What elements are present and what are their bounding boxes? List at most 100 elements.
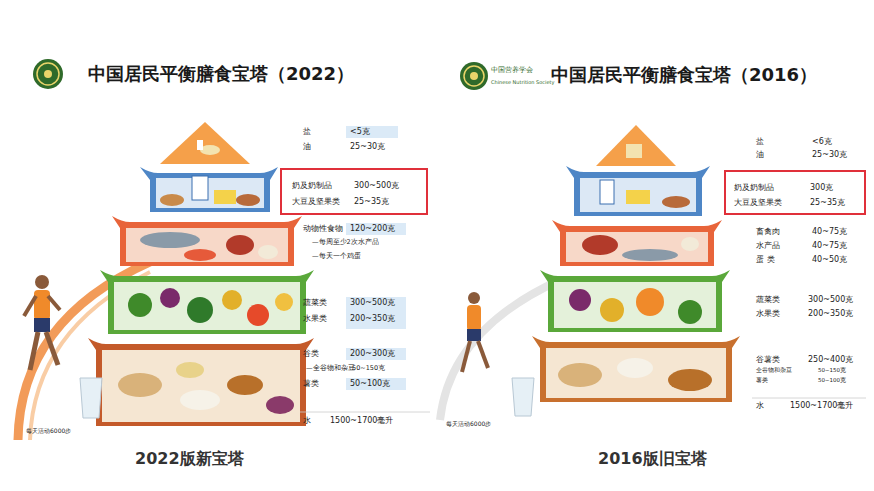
rice xyxy=(617,358,653,378)
pyramid-tier xyxy=(540,270,730,332)
label-text: 250~400克 xyxy=(808,355,853,364)
label-text: —每天一个鸡蛋 xyxy=(312,253,361,260)
grain xyxy=(118,373,162,397)
label-text: 200~300克 xyxy=(350,349,395,358)
rice xyxy=(180,390,220,410)
tier-panel xyxy=(102,350,300,422)
oil-jar xyxy=(626,144,642,158)
beans xyxy=(662,196,690,208)
runner-head xyxy=(35,275,49,289)
heading-text: 2016版旧宝塔 xyxy=(598,450,707,468)
label-text: Chinese Nutrition Society xyxy=(491,80,554,86)
label-text: 盐 xyxy=(303,127,311,136)
logo-center xyxy=(470,72,478,80)
label-text: 50~100克 xyxy=(350,379,390,388)
label-text: 50~100克 xyxy=(818,377,846,383)
pyramid-top xyxy=(596,125,676,166)
pumpkin xyxy=(636,288,664,316)
heading-text: 2022版新宝塔 xyxy=(135,450,244,468)
label-text: 1500~1700毫升 xyxy=(790,401,853,410)
pyramid-tier xyxy=(112,216,302,266)
label-text: <6克 xyxy=(812,137,832,146)
label-text: 全谷物和杂豆 xyxy=(756,367,792,373)
label-text: 蔬菜类 xyxy=(756,295,780,304)
value-highlight xyxy=(346,348,406,360)
label-text: 120~200克 xyxy=(350,224,395,233)
label-text: 300~500克 xyxy=(808,295,853,304)
pyramid-tier xyxy=(140,167,278,212)
runner-leg xyxy=(46,332,58,365)
food-amount-text: 25~35克 xyxy=(354,197,389,206)
food-amount-text: 大豆及坚果类 xyxy=(292,197,340,206)
label-text: 中国营养学会 xyxy=(491,66,533,74)
label-text: 水 xyxy=(756,401,764,410)
fruit xyxy=(569,289,591,311)
divider xyxy=(752,398,866,399)
runner-body xyxy=(467,305,481,331)
fruit xyxy=(247,304,269,326)
food-amount-text: 奶及奶制品 xyxy=(734,183,774,192)
food-amount-text: 300克 xyxy=(810,183,833,192)
label-text: 200~350克 xyxy=(350,314,395,323)
heading-text: 中国居民平衡膳食宝塔（2016） xyxy=(551,65,817,86)
label-text: 蛋 类 xyxy=(756,255,775,264)
label-text: 40~75克 xyxy=(812,241,847,250)
runner-body xyxy=(34,290,50,320)
cheese xyxy=(214,190,236,204)
label-text: 水 xyxy=(303,416,311,425)
label-text: <5克 xyxy=(350,127,370,136)
pyramid-tier xyxy=(100,270,314,334)
label-text: 每天活动6000步 xyxy=(446,421,491,428)
label-text: 盐 xyxy=(756,137,764,146)
tier-panel xyxy=(156,178,264,208)
sweet-potato xyxy=(266,396,294,414)
milk-carton xyxy=(192,176,208,200)
runner-arm xyxy=(48,296,60,310)
tier-panel xyxy=(126,228,288,262)
egg xyxy=(681,237,699,251)
food-amount-text: 300~500克 xyxy=(354,181,399,190)
fish xyxy=(622,249,678,261)
corn xyxy=(176,362,204,378)
milk-carton xyxy=(600,180,614,204)
vegetable xyxy=(187,297,213,323)
runner-leg xyxy=(30,332,38,370)
water-glass xyxy=(512,378,534,416)
logo-center xyxy=(44,70,52,78)
logo-ring xyxy=(37,63,59,85)
label-text: 油 xyxy=(756,150,764,159)
water-glass xyxy=(80,378,102,418)
highlight-box: 奶及奶制品300~500克大豆及坚果类25~35克 xyxy=(280,168,428,215)
label-text: 蔬菜类 xyxy=(303,298,327,307)
label-text: 水产品 xyxy=(756,241,780,250)
label-text: 25~30克 xyxy=(350,142,385,151)
label-text: 薯类 xyxy=(303,379,319,388)
value-highlight xyxy=(346,126,398,138)
food xyxy=(197,140,203,150)
food-amount-text: 大豆及坚果类 xyxy=(734,198,782,207)
potato xyxy=(668,369,712,391)
food-amount-text: 25~35克 xyxy=(810,198,845,207)
label-text: 50~150克 xyxy=(818,367,846,373)
potato xyxy=(227,375,263,395)
value-highlight xyxy=(346,297,406,329)
label-text: 谷类 xyxy=(303,349,319,358)
tier-panel xyxy=(546,348,726,398)
label-text: 300~500克 xyxy=(350,298,395,307)
logo xyxy=(460,62,488,90)
fruit xyxy=(275,293,293,311)
label-text: 40~75克 xyxy=(812,227,847,236)
pyramid-tier xyxy=(552,220,722,266)
label-text: 油 xyxy=(303,142,311,151)
cheese xyxy=(626,190,650,204)
label-text: 薯类 xyxy=(756,377,768,383)
runner-arm xyxy=(24,296,36,316)
fruit xyxy=(600,298,624,322)
fish xyxy=(140,232,200,248)
label-text: 畜禽肉 xyxy=(756,227,780,236)
fruit xyxy=(222,290,242,310)
pyramid-tier xyxy=(532,336,740,402)
label-text: 水果类 xyxy=(756,309,780,318)
vegetable xyxy=(128,293,152,317)
label-text: 1500~1700毫升 xyxy=(330,416,393,425)
